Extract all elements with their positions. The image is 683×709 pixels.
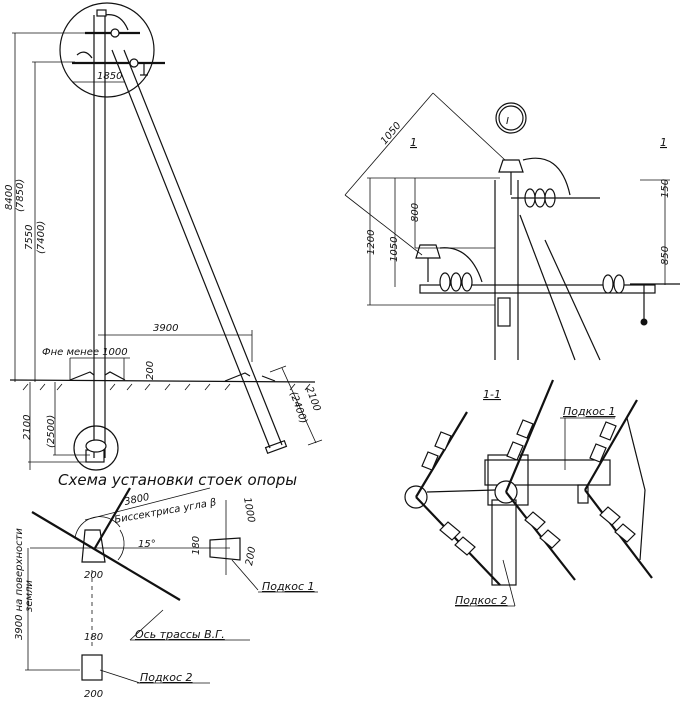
detail-I: I 1 1 1050 1200 [344, 92, 680, 361]
dim-800: 800 [410, 203, 421, 222]
dim-pole-depth: 2100 [22, 415, 33, 440]
dim-pole-depth-alt: (2500) [46, 415, 57, 448]
angle-label: 15° [138, 539, 156, 550]
strut1-label: Подкос 1 [262, 580, 315, 593]
mound-pole [69, 371, 126, 381]
pole-elevation: 1850 8400 (7850) 7550 (7400) 3900 [4, 2, 323, 471]
dimension-lines [12, 32, 323, 470]
dim-180-bottom: 180 [84, 632, 103, 643]
section-title: 1-1 [483, 388, 501, 401]
dim-150: 150 [660, 179, 671, 198]
anchor [85, 439, 107, 453]
section-mark-left: 1 [410, 136, 417, 149]
dim-mound: 200 [145, 361, 156, 380]
section-strut1-label: Подкос 1 [563, 405, 616, 418]
crossarm [419, 284, 656, 294]
dim-crossarm-height-alt: (7400) [36, 221, 47, 254]
dim-200-right: 200 [244, 546, 258, 567]
section-strut2-label: Подкос 2 [455, 594, 508, 607]
installation-plan: Схема установки стоек опоры 3800 Биссект… [14, 471, 318, 700]
pole-footprint [81, 529, 106, 563]
dim-1050: 1050 [389, 237, 400, 262]
dim-crossarm-width: 1850 [97, 71, 122, 82]
dim-1050-diag: 1050 [379, 120, 404, 147]
dim-200-left: 200 [84, 570, 103, 581]
route-axis-line [31, 511, 181, 601]
route-axis-label: Ось трассы В.Г. [135, 628, 225, 641]
ground-line [9, 379, 316, 383]
mound-strut [224, 372, 276, 382]
dim-1000: 1000 [241, 497, 256, 524]
dim-180: 180 [191, 536, 202, 555]
dim-total-height: 8400 [4, 185, 15, 210]
detail-circle-base [73, 425, 119, 471]
strut2-footprint [81, 654, 103, 681]
dim-min-distance: Фне менее 1000 [42, 347, 128, 358]
crossarms: 1850 [72, 9, 165, 83]
detail-circle-top [59, 2, 155, 98]
plan-title: Схема установки стоек опоры [58, 471, 297, 489]
strut2-label: Подкос 2 [140, 671, 193, 684]
dim-3900-surface-2: земли [24, 580, 35, 612]
dim-3800: 3800 [123, 492, 150, 508]
strut [111, 49, 288, 455]
dim-1200: 1200 [366, 230, 377, 255]
dim-total-height-alt: (7850) [15, 179, 26, 212]
strut1-footprint [209, 537, 241, 561]
detail-marker: I [506, 116, 509, 127]
dim-strut-depth: 2100 [303, 385, 322, 413]
dim-crossarm-height: 7550 [24, 225, 35, 250]
section-1-1: 1-1 Подкос 1 Подкос 2 [404, 379, 653, 607]
detail-marker-circle [495, 102, 527, 134]
dim-3900-surface: 3900 на поверхности [14, 528, 25, 640]
dim-850: 850 [660, 246, 671, 265]
ground-hatching [22, 383, 311, 391]
dim-strut-offset: 3900 [153, 323, 178, 334]
section-mark-right: 1 [660, 136, 667, 149]
dim-200-bottom: 200 [84, 689, 103, 700]
